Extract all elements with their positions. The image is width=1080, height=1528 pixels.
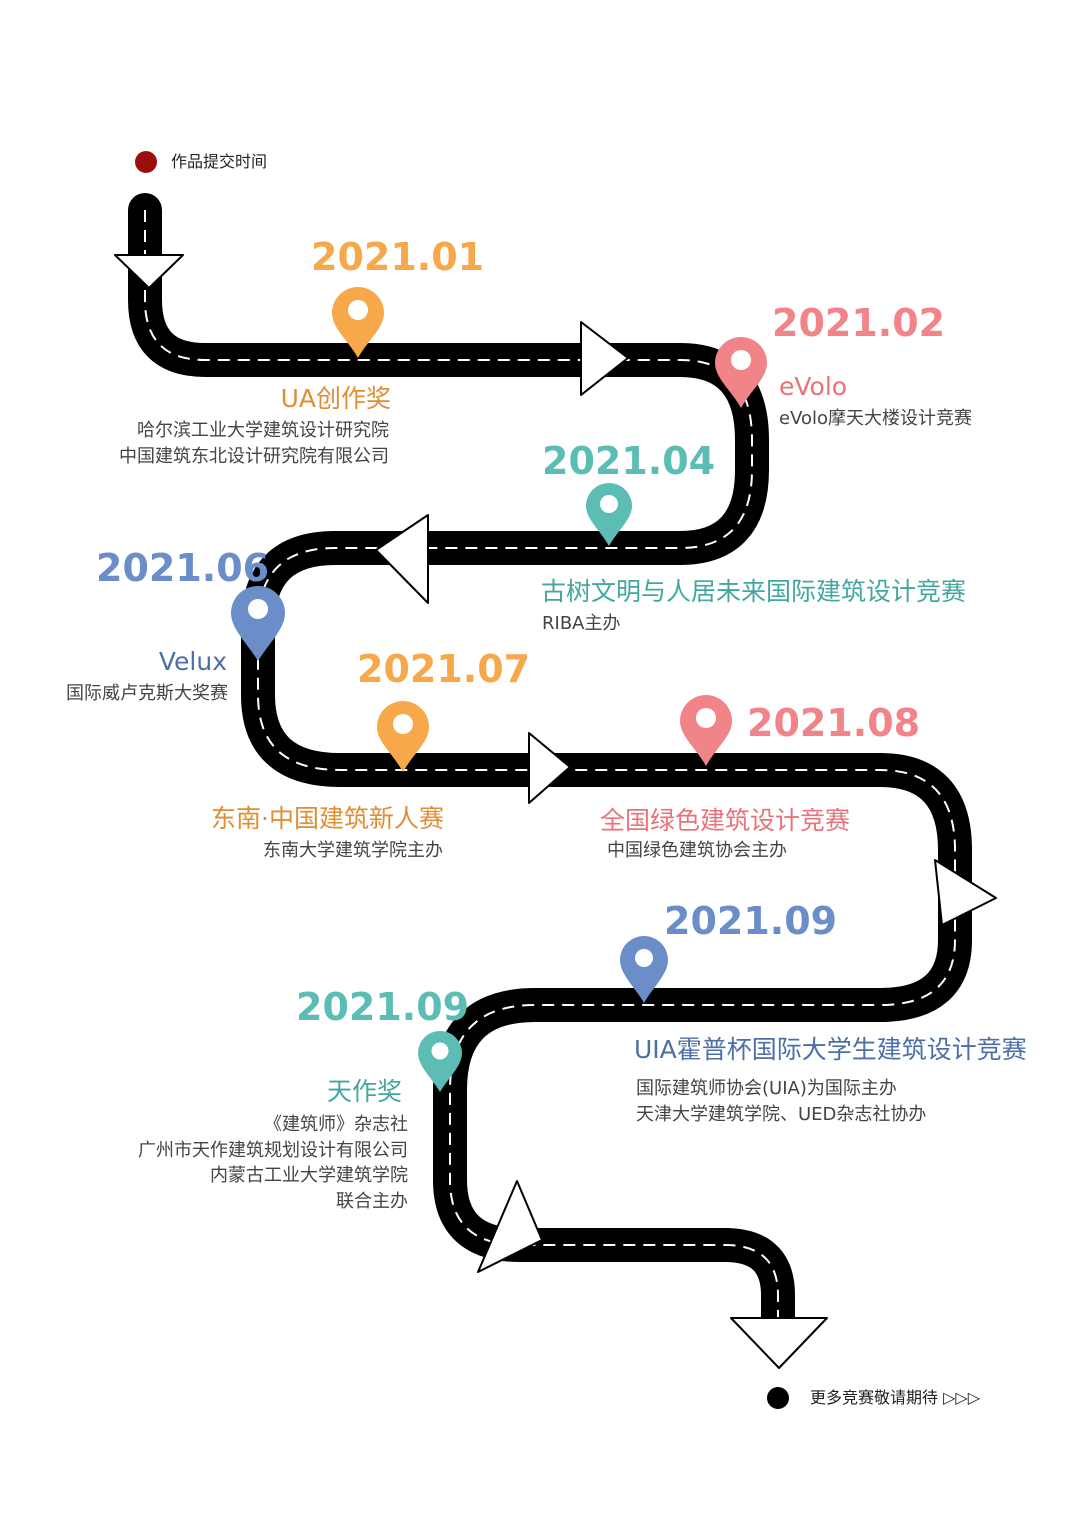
- road-center-dashes: [144, 210, 956, 1335]
- milestone-title: 古树文明与人居未来国际建筑设计竞赛: [541, 577, 967, 606]
- milestone-title: eVolo: [779, 372, 848, 401]
- milestone-title: 东南·中国建筑新人赛: [211, 804, 444, 833]
- milestone-date: 2021.04: [542, 439, 716, 483]
- milestone-subtitle: RIBA主办: [542, 613, 621, 634]
- milestone-date: 2021.08: [747, 701, 921, 745]
- legend-start-label: 作品提交时间: [171, 152, 268, 171]
- play-arrow-icon: ▷: [967, 1388, 981, 1407]
- milestone-subtitle: eVolo摩天大楼设计竞赛: [779, 408, 973, 429]
- play-arrow-icon: ▷: [943, 1388, 956, 1407]
- legend-end-label: 更多竞赛敬请期待 ▷▷▷: [810, 1388, 980, 1408]
- milestone-date: 2021.06: [96, 546, 270, 590]
- milestone-subtitle: 《建筑师》杂志社 广州市天作建筑规划设计有限公司 内蒙古工业大学建筑学院 联合主…: [138, 1114, 408, 1212]
- map-pin-icon: [377, 701, 429, 772]
- arrow-left-icon: [375, 514, 429, 604]
- legend-dot-end: [767, 1387, 789, 1409]
- milestone-subtitle: 哈尔滨工业大学建筑设计研究院 中国建筑东北设计研究院有限公司: [119, 420, 389, 467]
- milestone-date: 2021.09: [664, 899, 838, 943]
- arrow-down-icon: [730, 1317, 828, 1369]
- arrow-right-icon: [580, 321, 629, 396]
- milestone-subtitle: 国际建筑师协会(UIA)为国际主办 天津大学建筑学院、UED杂志社协办: [636, 1078, 927, 1125]
- milestone-subtitle: 东南大学建筑学院主办: [263, 840, 443, 861]
- milestone-subtitle: 国际威卢克斯大奖赛: [66, 683, 228, 704]
- arrow-right-icon: [934, 859, 997, 926]
- map-pin-icon: [620, 936, 668, 1003]
- arrow-right-icon: [528, 732, 571, 804]
- milestone-date: 2021.07: [357, 647, 531, 691]
- map-pin-icon: [715, 337, 767, 408]
- map-pin-icon: [418, 1031, 462, 1092]
- milestone-subtitle: 中国绿色建筑协会主办: [607, 840, 787, 861]
- play-arrow-icon: ▷: [955, 1388, 968, 1407]
- map-pin-icon: [680, 695, 732, 766]
- map-pin-icon: [586, 483, 632, 546]
- milestone-date: 2021.01: [311, 235, 485, 279]
- arrow-down-icon: [114, 254, 184, 289]
- milestone-title: 全国绿色建筑设计竞赛: [600, 806, 851, 835]
- milestone-title: UIA霍普杯国际大学生建筑设计竞赛: [634, 1035, 1027, 1064]
- milestone-title: Velux: [158, 647, 227, 676]
- map-pin-icon: [231, 586, 285, 661]
- legend-end-text: 更多竞赛敬请期待: [810, 1388, 939, 1407]
- milestone-title: 天作奖: [326, 1077, 402, 1106]
- milestone-title: UA创作奖: [280, 384, 391, 413]
- legend-dot-start: [135, 151, 157, 173]
- map-pin-icon: [332, 287, 384, 358]
- arrow-right-icon: [477, 1180, 543, 1273]
- milestone-date: 2021.09: [296, 985, 470, 1029]
- milestone-date: 2021.02: [772, 301, 946, 345]
